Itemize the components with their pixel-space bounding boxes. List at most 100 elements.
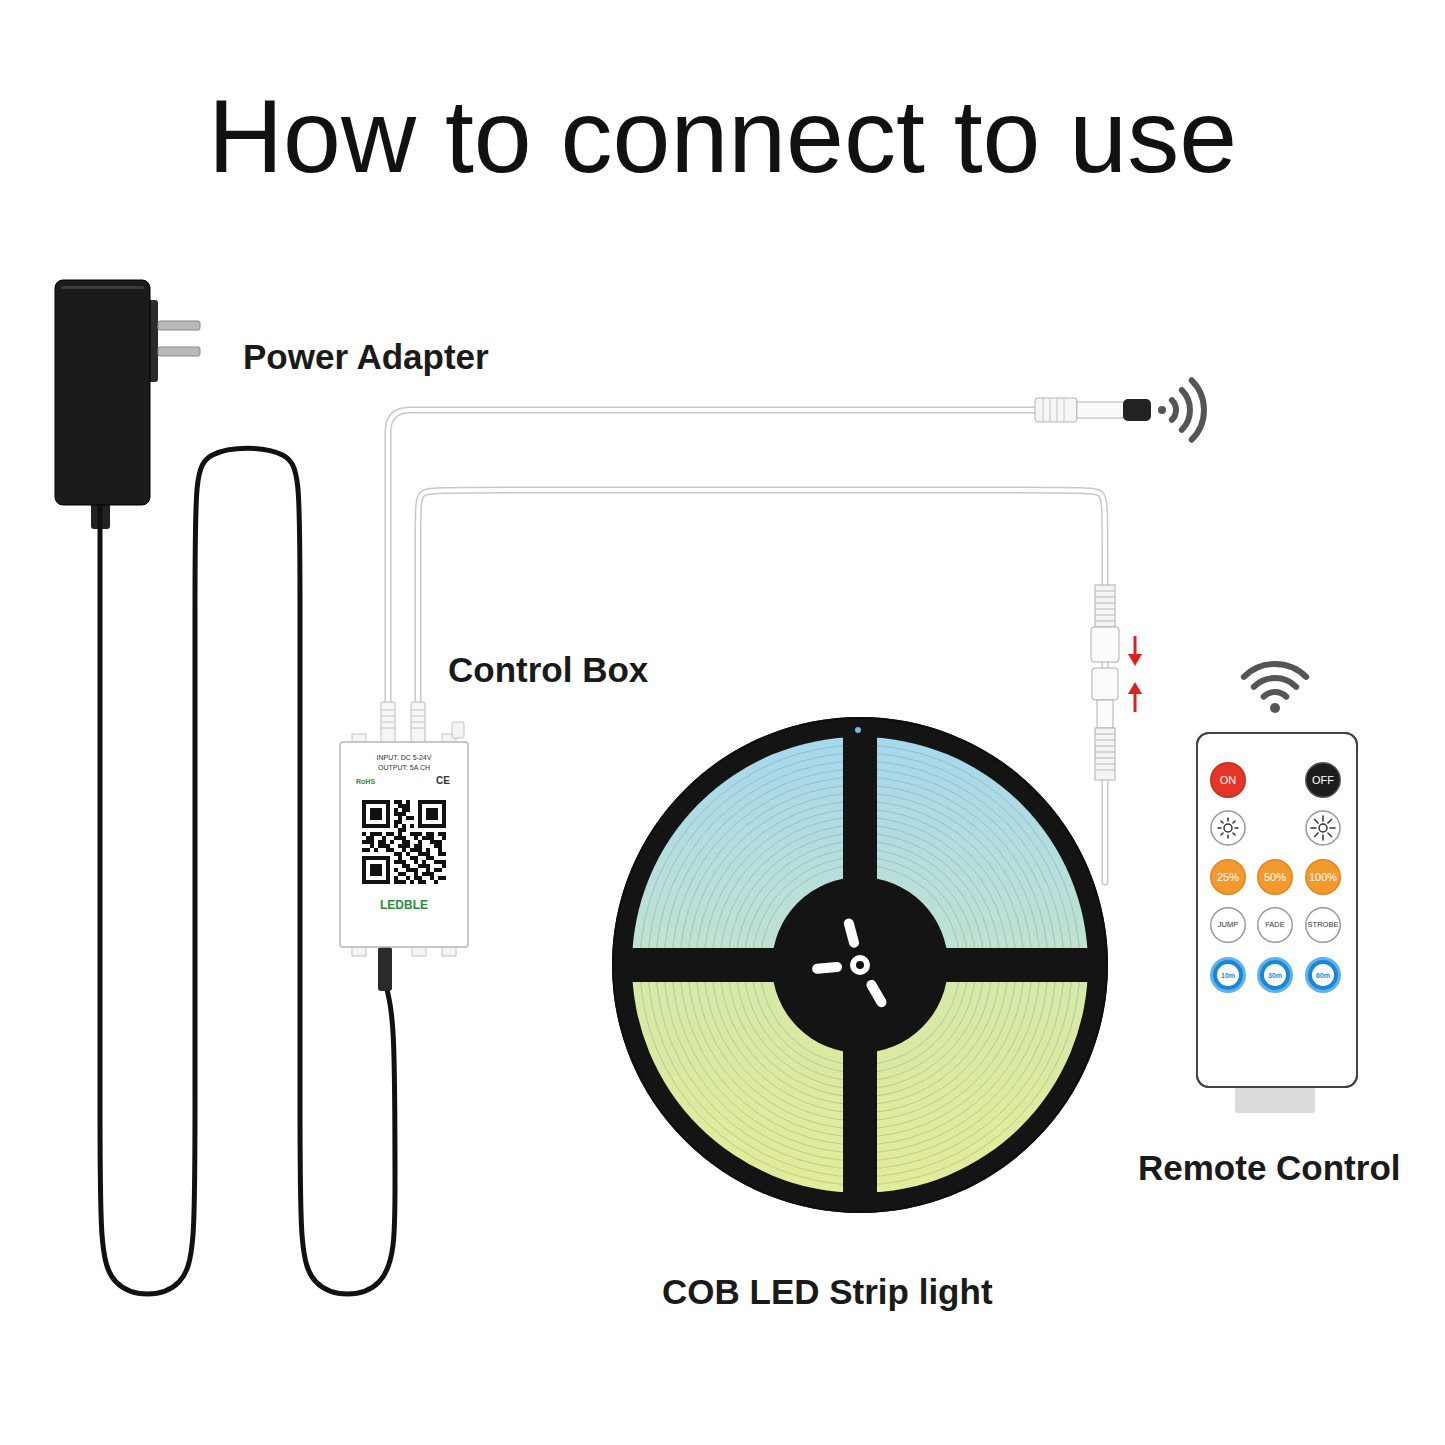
- ir-signal-symbol: [1192, 380, 1204, 439]
- mode-button-outline: [1211, 908, 1246, 943]
- qr-code: [362, 800, 446, 884]
- part-label: Power Adapter: [243, 336, 489, 378]
- dc-connector: [1095, 591, 1115, 621]
- control-box-body: [452, 722, 464, 738]
- cert-mark: CE: [436, 775, 450, 787]
- led-reel: [744, 849, 976, 1081]
- title: How to connect to use: [0, 84, 1445, 188]
- wireless-symbol: [1244, 664, 1306, 677]
- power-button: ON: [1210, 762, 1246, 798]
- power-button-outline: [1211, 763, 1246, 798]
- part-label: Control Box: [448, 649, 648, 691]
- timer-button-outline: [1305, 957, 1341, 993]
- timer-button: 60m: [1305, 957, 1341, 993]
- led-strip-reel: COB LED Strip light: [612, 717, 1108, 1213]
- remote-body: [1211, 811, 1245, 845]
- power-adapter-outline: [55, 280, 150, 505]
- power-cable: [100, 448, 395, 1294]
- led-reel: [865, 978, 889, 1009]
- timer-button-outline: [1210, 957, 1246, 993]
- receiver-wire: [388, 410, 1040, 742]
- brightness-button-outline: [1306, 860, 1341, 895]
- ir-signal-symbol: [1158, 380, 1204, 439]
- power-button-outline: [1306, 763, 1341, 798]
- led-strip-reel-outline: [612, 717, 1108, 1213]
- rating-text: INPUT: DC 5-24V: [377, 754, 432, 762]
- wireless-symbol: [1244, 664, 1306, 713]
- mode-button-outline: [1306, 908, 1341, 943]
- plug-in-arrows: [1128, 682, 1142, 694]
- led-reel: [855, 727, 861, 733]
- qr-code: [370, 864, 382, 876]
- qr-code: [422, 804, 442, 824]
- control-box: Control BoxINPUT: DC 5-24VOUTPUT: 5A CHR…: [340, 730, 468, 958]
- power-adapter: Power Adapter: [55, 280, 150, 505]
- remote-body: [1218, 818, 1238, 838]
- dc-connector: [1095, 728, 1115, 780]
- brand-text: LEDBLE: [380, 898, 428, 912]
- receiver-wire: [388, 410, 1040, 742]
- dc-connector: [1091, 627, 1119, 662]
- qr-code: [362, 800, 446, 884]
- rating-text: OUTPUT: 5A CH: [378, 764, 430, 772]
- remote-body: [1218, 816, 1335, 840]
- mode-button: JUMP: [1210, 907, 1246, 943]
- mode-button-outline: [1258, 908, 1293, 943]
- ir-signal-symbol: [1172, 400, 1176, 420]
- led-strip-reel-outline: [613, 718, 1107, 1212]
- cable-gland: [378, 947, 392, 991]
- remote-control-outline: [1197, 733, 1357, 1087]
- button-label: 10m: [1221, 972, 1235, 979]
- wireless-symbol: [1270, 703, 1280, 713]
- dc-connector: [1092, 668, 1118, 700]
- remote-body: [1319, 824, 1327, 832]
- ir-receiver: [1077, 402, 1125, 418]
- remote-body: [1306, 811, 1340, 845]
- ir-signal-symbol: [1182, 390, 1190, 430]
- timer-button-outline: [1308, 960, 1338, 990]
- dc-connector: [1091, 585, 1119, 780]
- button-label: 25%: [1217, 872, 1239, 883]
- part-label: COB LED Strip light: [662, 1271, 993, 1313]
- dc-connector: [1095, 734, 1115, 770]
- timer-button-outline: [1312, 964, 1334, 986]
- led-reel: [772, 877, 948, 1053]
- cert-mark: RoHS: [356, 778, 375, 786]
- power-adapter-outline: [61, 286, 144, 289]
- led-reel: [812, 917, 889, 1009]
- brightness-button-outline: [1211, 860, 1246, 895]
- led-reel: [760, 865, 960, 1065]
- brightness-button-outline: [1258, 860, 1293, 895]
- adapter-plug: [158, 347, 200, 356]
- power-cable: [100, 448, 395, 1294]
- remote-control: Remote ControlONOFF25%50%100%JUMPFADESTR…: [1197, 733, 1357, 1087]
- qr-code: [370, 808, 382, 820]
- adapter-plug: [158, 321, 200, 330]
- mode-button: FADE: [1257, 907, 1293, 943]
- remote-body: [1197, 733, 1357, 1113]
- plug-in-arrows: [1128, 654, 1142, 666]
- wireless-symbol: [1264, 692, 1287, 697]
- receiver-wire: [388, 410, 1040, 742]
- button-label: OFF: [1312, 775, 1334, 786]
- led-reel: [612, 717, 1108, 1213]
- qr-code: [362, 800, 390, 828]
- qr-code: [366, 860, 386, 880]
- timer-button-outline: [1217, 964, 1239, 986]
- led-reel: [736, 841, 984, 1089]
- button-label: 60m: [1316, 972, 1330, 979]
- timer-button-outline: [1213, 960, 1243, 990]
- led-reel: [612, 717, 1108, 1213]
- mode-button: STROBE: [1305, 907, 1341, 943]
- remote-body: [1311, 816, 1335, 840]
- plug-in-arrows: [1128, 636, 1142, 712]
- led-reel: [856, 961, 864, 969]
- dc-connector: [1097, 700, 1113, 728]
- strip-cable: [418, 490, 1105, 882]
- button-label: STROBE: [1308, 921, 1339, 929]
- power-button: OFF: [1305, 762, 1341, 798]
- ir-receiver: [1043, 398, 1064, 422]
